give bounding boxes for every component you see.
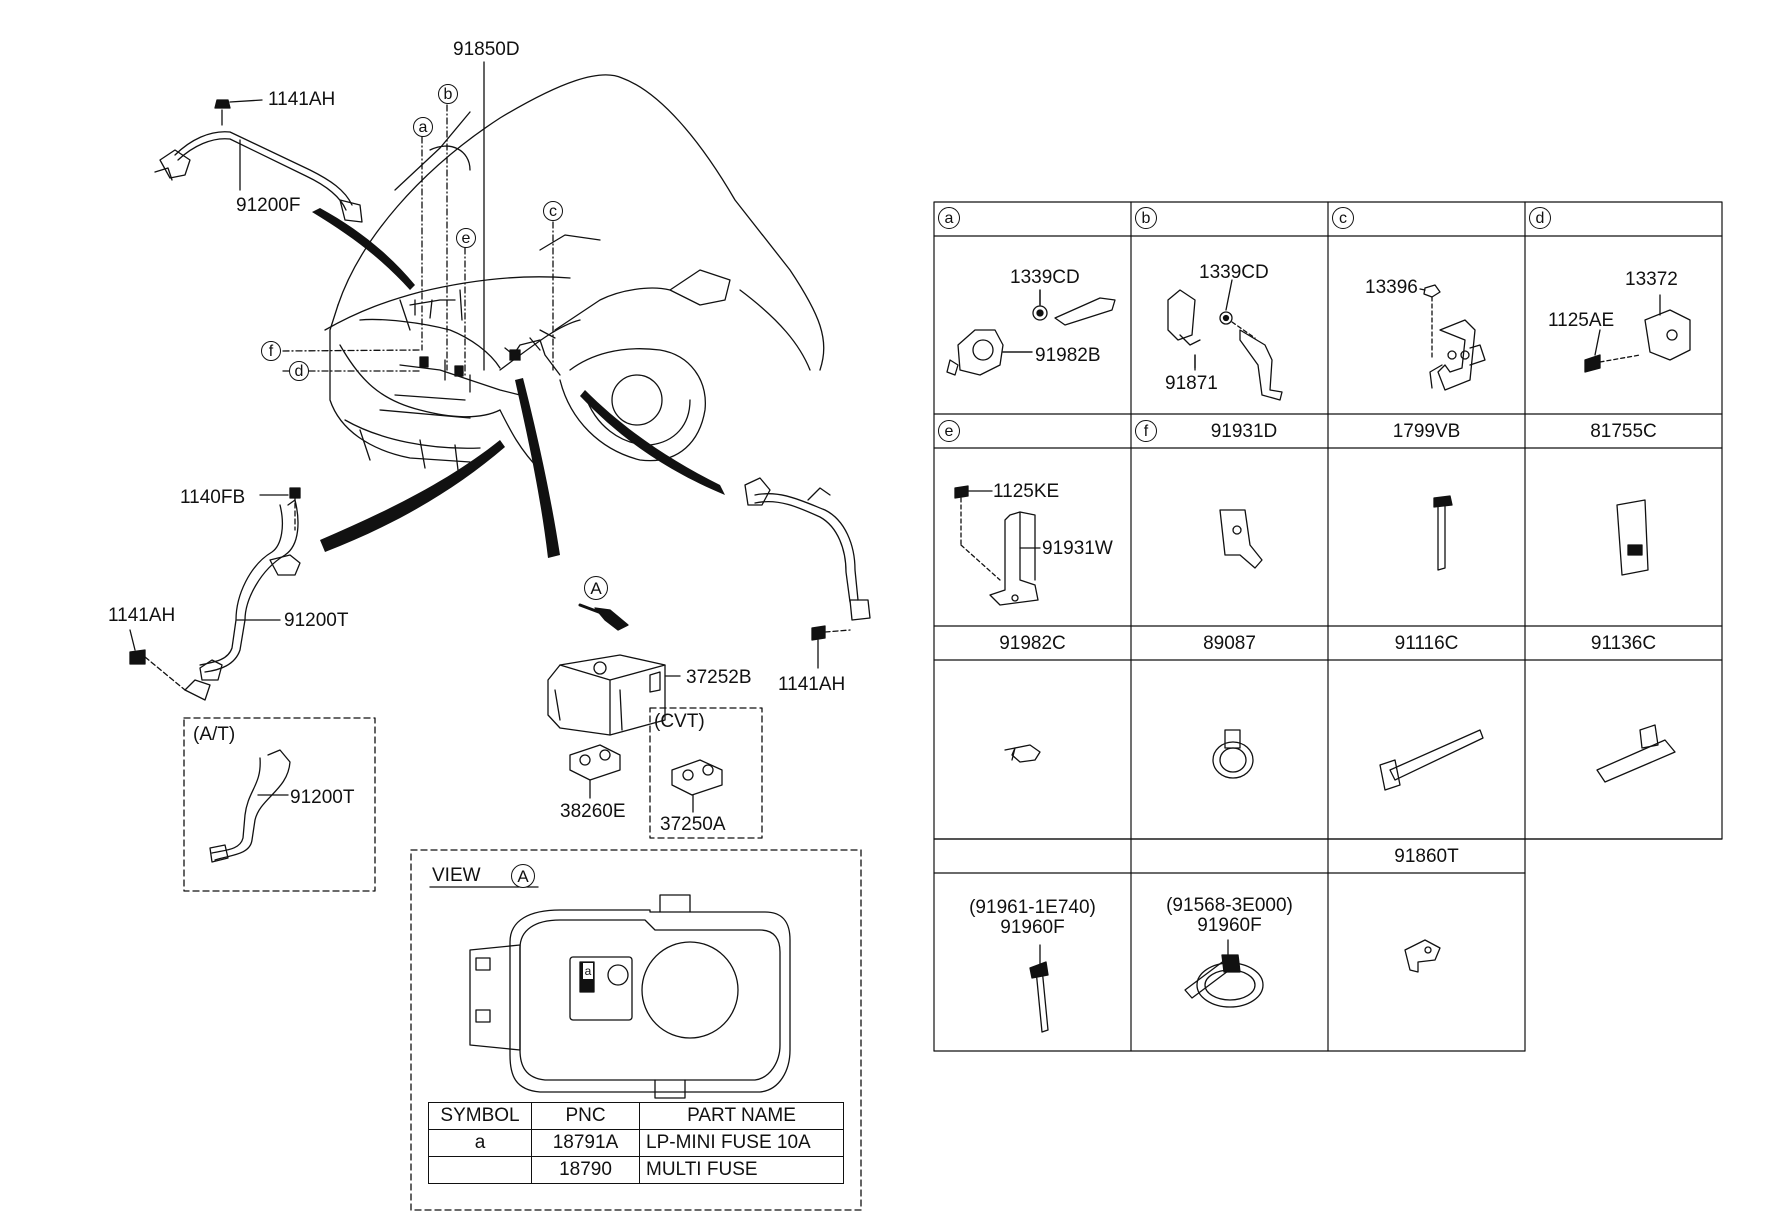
label-1141AH-left: 1141AH (108, 605, 176, 626)
fuse-table-header-pnc: PNC (531, 1102, 640, 1130)
callout-b: b (438, 84, 458, 104)
callout-A-view: A (511, 864, 535, 888)
terminal-38260E (569, 744, 621, 799)
part-sketch-91931D (1219, 509, 1263, 569)
part-sketch-91860T (1404, 939, 1441, 973)
label-1141AH-right: 1141AH (778, 674, 846, 695)
grid-header-b: b (1135, 207, 1157, 229)
part-91568-3E000: (91568-3E000) (1166, 895, 1293, 916)
label-view: VIEW (432, 865, 481, 886)
grid-header-81755C: 81755C (1590, 421, 1657, 442)
view-a-box (410, 849, 862, 1211)
fuse-table-header: SYMBOL PNC PART NAME (428, 1102, 844, 1130)
cable-91200T (129, 487, 301, 701)
label-91850D: 91850D (453, 39, 520, 60)
part-sketch-91960F-2 (1184, 954, 1264, 1008)
at-box (183, 717, 376, 892)
table-row: a 18791A LP-MINI FUSE 10A (428, 1129, 844, 1157)
grid-header-91931D: 91931D (1210, 421, 1278, 442)
part-d-1125AE: 1125AE (1548, 310, 1615, 331)
part-sketch-d (1584, 309, 1691, 373)
fuse-table-header-name: PART NAME (639, 1102, 844, 1130)
callout-f: f (261, 341, 281, 361)
part-e-1125KE: 1125KE (993, 481, 1060, 502)
grid-header-row4-col2 (1131, 842, 1328, 872)
label-1141AH-top: 1141AH (268, 89, 336, 110)
fuse-table-header-symbol: SYMBOL (428, 1102, 532, 1130)
fuse-a-marker: a (583, 963, 593, 979)
cable-91200T-at (209, 749, 291, 863)
callout-leaders (282, 104, 554, 379)
grid-header-91136C: 91136C (1590, 633, 1657, 654)
fuse-name: LP-MINI FUSE 10A (639, 1129, 844, 1157)
callout-A: A (584, 576, 608, 600)
part-a-1339CD: 1339CD (1010, 267, 1080, 288)
fuse-symbol: a (428, 1129, 532, 1157)
part-a-91982B: 91982B (1035, 345, 1101, 366)
part-sketch-81755C (1616, 499, 1649, 576)
part-sketch-c (1423, 284, 1486, 391)
part-b-1339CD: 1339CD (1199, 262, 1269, 283)
part-sketch-91116C (1379, 729, 1484, 791)
part-91960F-2: 91960F (1197, 915, 1262, 936)
part-c-13396: 13396 (1365, 277, 1418, 298)
part-e-91931W: 91931W (1042, 538, 1113, 559)
label-91200T: 91200T (284, 610, 349, 631)
cable-right (744, 477, 871, 669)
cable-91200F (154, 99, 363, 223)
grid-header-row4-col1 (934, 842, 1131, 872)
terminal-37250A (671, 759, 723, 813)
fuse-box-37252B (547, 603, 681, 736)
part-sketch-91960F-1 (1029, 961, 1049, 1033)
label-91200F: 91200F (236, 195, 301, 216)
part-sketch-1799VB (1433, 495, 1453, 571)
part-sketch-91136C (1596, 724, 1676, 783)
table-row: 18790 MULTI FUSE (428, 1156, 844, 1184)
part-sketch-91982C (1004, 744, 1041, 763)
grid-header-89087: 89087 (1203, 633, 1256, 654)
label-1140FB: 1140FB (180, 487, 246, 508)
label-37252B: 37252B (686, 667, 752, 688)
grid-header-a: a (938, 207, 960, 229)
part-sketch-e (954, 485, 1039, 606)
connector-sweeps (312, 208, 725, 558)
callout-a: a (413, 117, 433, 137)
part-sketch-89087 (1212, 729, 1254, 779)
label-91200T-at: 91200T (290, 787, 355, 808)
callout-c: c (543, 201, 563, 221)
part-91961-1E740: (91961-1E740) (969, 897, 1096, 918)
fuse-pnc: 18790 (531, 1156, 640, 1184)
label-37250A: 37250A (660, 814, 726, 835)
part-91960F-1: 91960F (1000, 917, 1065, 938)
grid-header-e: e (938, 420, 960, 442)
part-b-91871: 91871 (1165, 373, 1218, 394)
grid-header-91116C: 91116C (1394, 633, 1459, 654)
part-d-13372: 13372 (1625, 269, 1678, 290)
fuse-table: SYMBOL PNC PART NAME a 18791A LP-MINI FU… (428, 1102, 844, 1184)
grid-header-d: d (1529, 207, 1551, 229)
fuse-box-top-view (469, 894, 791, 1099)
grid-leaders (967, 279, 1661, 966)
grid-header-c: c (1332, 207, 1354, 229)
grid-header-1799VB: 1799VB (1392, 421, 1461, 442)
parts-grid-lines (933, 201, 1723, 1052)
grid-header-91860T: 91860T (1394, 846, 1459, 867)
engine-wiring (399, 299, 561, 396)
cvt-box (649, 707, 763, 839)
grid-header-f: f (1135, 420, 1157, 442)
label-38260E: 38260E (560, 801, 626, 822)
label-at: (A/T) (193, 724, 236, 745)
fuse-pnc: 18791A (531, 1129, 640, 1157)
fuse-name: MULTI FUSE (639, 1156, 844, 1184)
callout-e: e (456, 228, 476, 248)
label-cvt: (CVT) (654, 711, 705, 732)
grid-header-91982C: 91982C (999, 633, 1066, 654)
callout-d: d (289, 361, 309, 381)
fuse-symbol (428, 1156, 532, 1184)
